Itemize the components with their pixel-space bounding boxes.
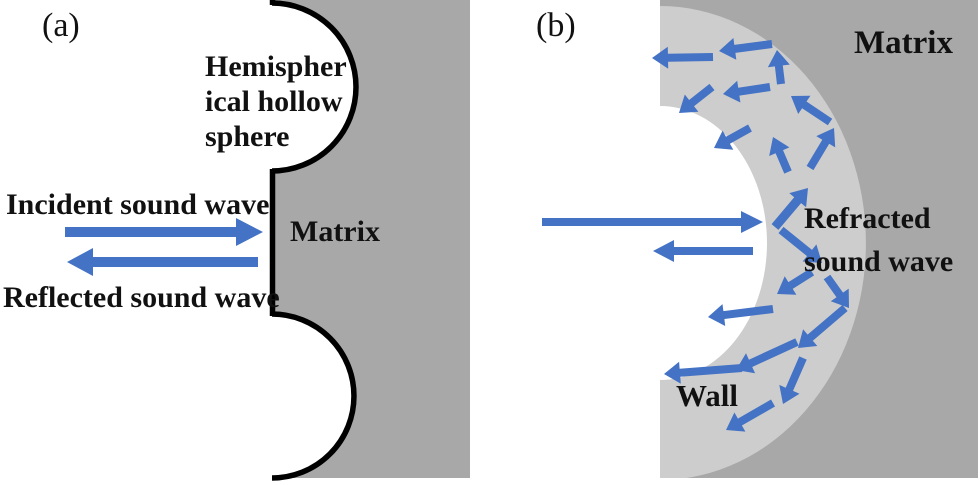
hemispherical-hollow-top	[272, 3, 356, 171]
hollow-top-outline	[271, 0, 359, 174]
refracted-wave-arrow	[798, 305, 848, 348]
reflected-sound-wave-arrow-b	[653, 240, 753, 262]
hemispherical-hollow-bottom	[272, 314, 354, 478]
hollow-bottom-outline	[271, 311, 357, 481]
label-matrix-b: Matrix	[854, 25, 953, 61]
panel-a-tag: (a)	[42, 7, 80, 44]
refracted-wave-arrow	[823, 274, 849, 308]
label-wall: Wall	[676, 378, 739, 413]
refracted-wave-arrow	[778, 226, 822, 263]
refracted-wave-arrow	[723, 80, 771, 103]
refracted-wave-arrow	[708, 304, 774, 326]
panel-a-shapes	[269, 0, 470, 481]
refracted-wave-arrow	[771, 188, 808, 230]
refracted-wave-arrow	[736, 338, 799, 374]
refracted-wave-arrow	[726, 399, 775, 432]
refracted-wave-arrow	[767, 50, 790, 85]
refracted-wave-arrow	[664, 361, 743, 384]
refracted-wave-arrow	[719, 38, 773, 60]
refracted-wave-arrow	[679, 83, 715, 113]
refracted-wave-arrow	[777, 268, 815, 295]
refracted-wave-arrow	[652, 46, 714, 69]
incident-sound-wave-arrow-a	[65, 218, 263, 246]
refracted-wave-arrow	[769, 137, 792, 174]
incident-sound-wave-arrow-b	[542, 211, 763, 233]
label-reflected-sound-wave: Reflected sound wave	[3, 281, 280, 314]
label-refracted-sound-wave: Refracted sound wave	[804, 202, 954, 278]
label-incident-sound-wave: Incident sound wave	[6, 188, 270, 221]
reflected-sound-wave-arrow-a	[67, 248, 258, 276]
refracted-wave-arrow	[714, 124, 752, 150]
panel-b-tag: (b)	[536, 7, 576, 44]
refracted-wave-arrow	[806, 128, 836, 171]
label-hollow-sphere: Hemispher ical hollow sphere	[205, 50, 347, 153]
refracted-wave-arrow	[791, 95, 833, 126]
refracted-wave-arrow	[779, 356, 807, 404]
label-matrix-a: Matrix	[290, 215, 380, 248]
arrow-layer	[65, 38, 849, 432]
